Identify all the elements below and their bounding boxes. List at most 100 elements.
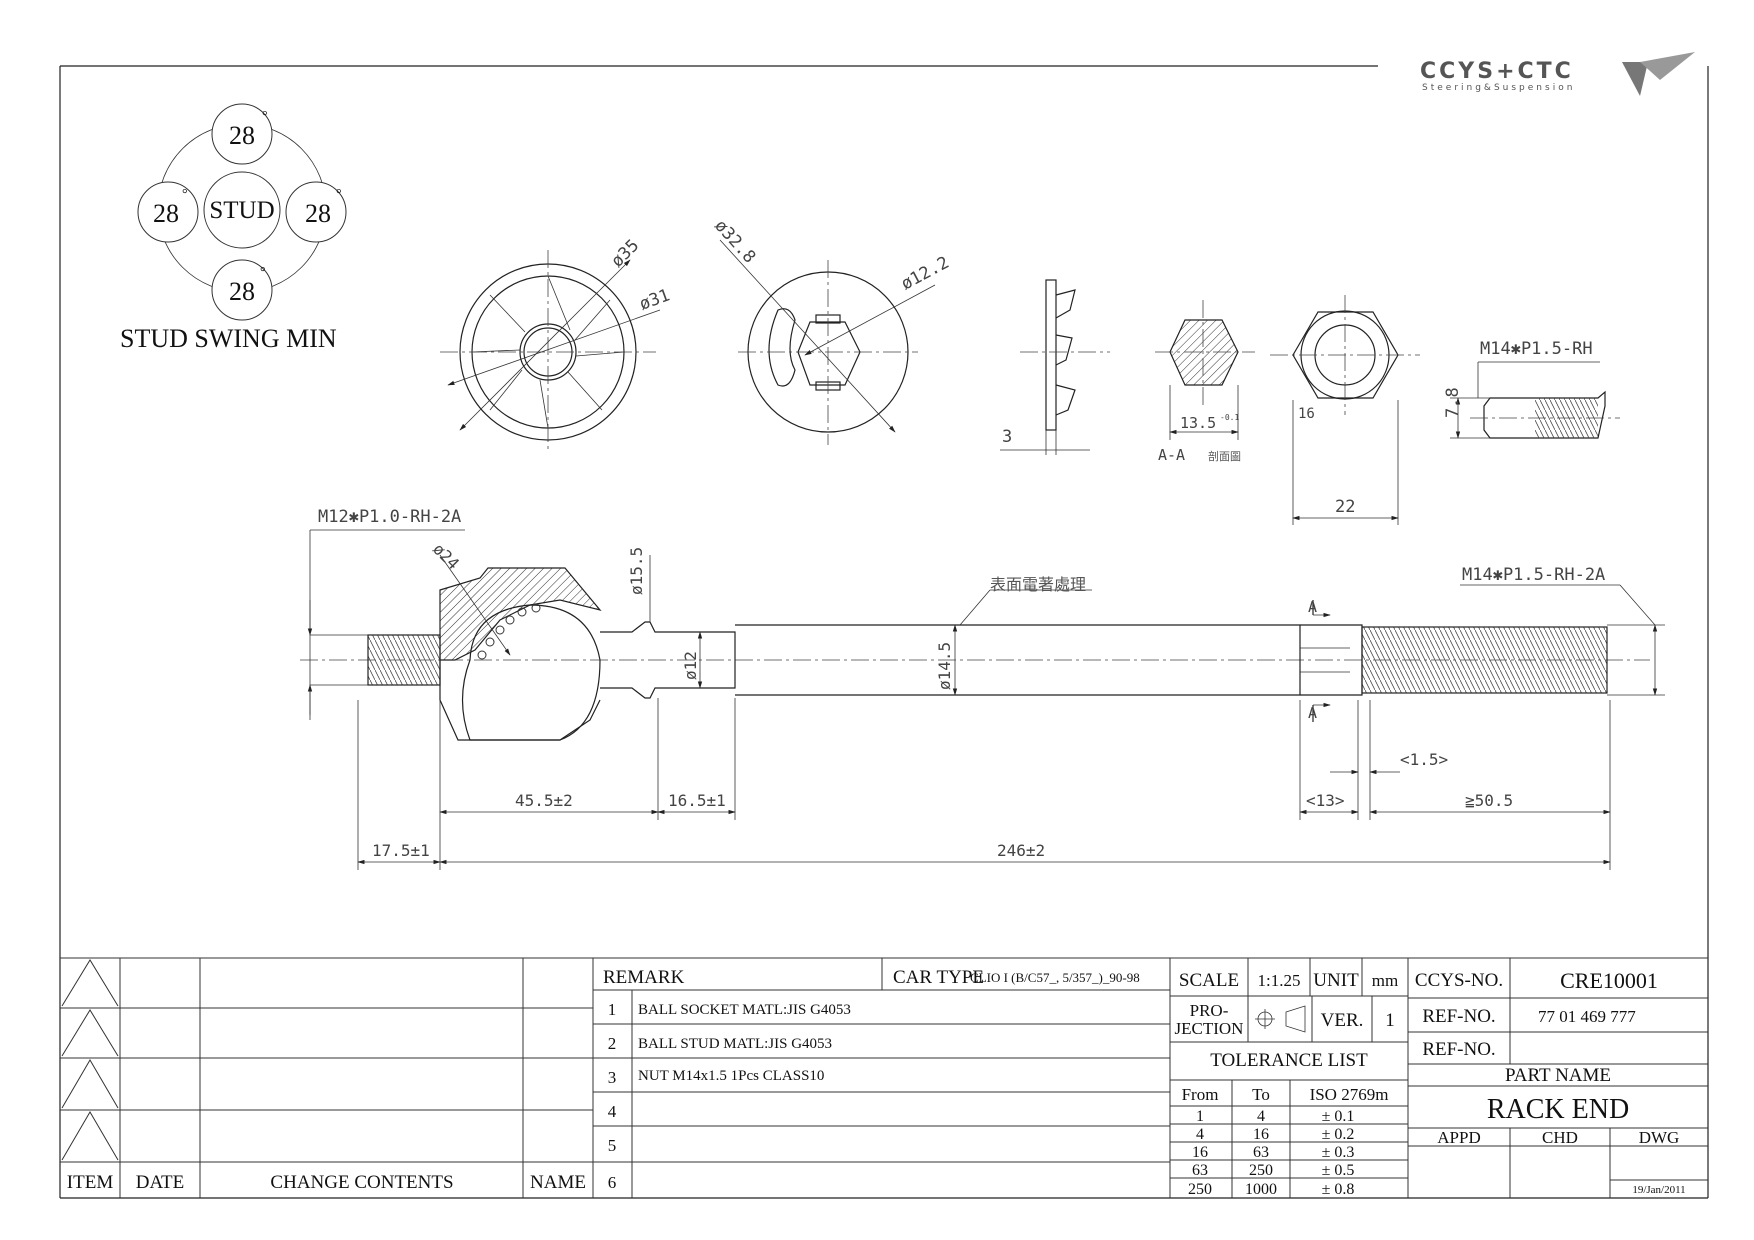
remark-text-2: BALL STUD MATL:JIS G4053 (638, 1036, 832, 1052)
dim-l15: <1.5> (1400, 750, 1448, 769)
swing-deg-top: ° (262, 109, 268, 124)
dim-nut16: 16 (1298, 406, 1315, 422)
rev-header-name: NAME (530, 1172, 586, 1193)
tol-value-1: ± 0.1 (1322, 1108, 1355, 1125)
appd-label: APPD (1437, 1128, 1480, 1147)
swing-deg-left: ° (182, 187, 188, 202)
tol-header-from: From (1182, 1085, 1219, 1104)
ver-value: 1 (1385, 1010, 1395, 1031)
car-type-label: CAR TYPE (893, 967, 984, 988)
tol-to-1: 4 (1257, 1108, 1265, 1125)
projection-symbol-icon (1255, 1005, 1306, 1033)
tol-value-5: ± 0.8 (1322, 1181, 1355, 1198)
dim-thickness: 3 (1002, 427, 1012, 447)
ref-no2-label: REF-NO. (1422, 1039, 1495, 1060)
dim-h78: 7.8 (1443, 387, 1463, 418)
unit-label: UNIT (1313, 970, 1359, 991)
stud-swing-diagram: 28 ° 28 ° STUD 28 ° 28 ° STUD SWING MIN (120, 103, 347, 353)
remark-label: REMARK (603, 967, 685, 988)
tol-from-2: 4 (1196, 1126, 1204, 1143)
dim-w135-tol: -0.1 (1220, 413, 1239, 422)
dim-l165: 16.5±1 (668, 791, 726, 810)
dim-d24: ø24 (429, 539, 463, 573)
dim-d35: ø35 (607, 236, 643, 272)
company-logo: CCYS+CTC Steering&Suspension (1420, 52, 1695, 96)
projection-label-2: JECTION (1175, 1019, 1244, 1038)
ccys-no-value: CRE10001 (1560, 968, 1658, 993)
tol-to-4: 250 (1249, 1162, 1273, 1179)
dim-d31: ø31 (637, 285, 673, 314)
remark-no-5: 5 (608, 1136, 617, 1155)
section-mark-top: A (1308, 598, 1317, 616)
stud-swing-title: STUD SWING MIN (120, 324, 337, 353)
ball-stud-top-view: ø32.8 ø12.2 (710, 216, 953, 445)
tol-to-2: 16 (1253, 1126, 1269, 1143)
dim-m14rh: M14✱P1.5-RH (1480, 339, 1593, 359)
swing-right: 28 (305, 199, 331, 228)
logo-mark-icon (1622, 62, 1648, 96)
dim-d155: ø15.5 (627, 547, 646, 595)
car-type-value: CLIO I (B/C57_, 5/357_)_90-98 (970, 970, 1140, 985)
dim-l455: 45.5±2 (515, 791, 573, 810)
remark-text-3: NUT M14x1.5 1Pcs CLASS10 (638, 1068, 824, 1084)
thread-m14: M14✱P1.5-RH-2A (1462, 565, 1605, 585)
dim-l13: <13> (1306, 791, 1345, 810)
dim-d122: ø12.2 (898, 253, 953, 295)
remark-text-1: BALL SOCKET MATL:JIS G4053 (638, 1002, 851, 1018)
rack-end-side-view: A A M12✱P1.0-RH-2A ø24 ø15.5 ø12 ø14.5 表… (300, 507, 1665, 870)
tol-value-4: ± 0.5 (1322, 1162, 1355, 1179)
rev-header-date: DATE (136, 1172, 185, 1193)
remark-no-6: 6 (608, 1173, 617, 1192)
scale-label: SCALE (1179, 970, 1239, 991)
swing-bottom: 28 (229, 277, 255, 306)
dim-d12: ø12 (681, 651, 700, 680)
rev-header-contents: CHANGE CONTENTS (270, 1172, 453, 1193)
remark-no-2: 2 (608, 1034, 617, 1053)
tol-to-5: 1000 (1245, 1181, 1277, 1198)
surface-treatment-note: 表面電著處理 (990, 575, 1086, 594)
part-name-label: PART NAME (1505, 1065, 1611, 1086)
section-mark-bottom: A (1308, 704, 1317, 722)
ver-label: VER. (1321, 1010, 1364, 1031)
dim-d145: ø14.5 (935, 642, 954, 690)
swing-deg-right: ° (336, 187, 342, 202)
ref-no-label: REF-NO. (1422, 1006, 1495, 1027)
part-name-value: RACK END (1487, 1094, 1629, 1125)
dim-nut22: 22 (1335, 497, 1355, 517)
remark-no-4: 4 (608, 1102, 617, 1121)
unit-value: mm (1372, 971, 1398, 990)
nut-side-view: 7.8 M14✱P1.5-RH (1443, 339, 1620, 439)
section-label: A-A (1158, 446, 1185, 464)
chd-label: CHD (1542, 1128, 1578, 1147)
dim-l175: 17.5±1 (372, 841, 430, 860)
swing-deg-bottom: ° (260, 265, 266, 280)
section-aa: 13.5 -0.1 A-A 剖面圖 (1155, 300, 1255, 464)
socket-end-view: ø35 ø31 (440, 236, 673, 452)
thread-m12: M12✱P1.0-RH-2A (318, 507, 461, 527)
tol-to-3: 63 (1253, 1144, 1269, 1161)
swing-left: 28 (153, 199, 179, 228)
section-label-cn: 剖面圖 (1208, 449, 1241, 463)
washer-side-view: 3 (1000, 279, 1110, 455)
nut-view: 22 16 (1270, 295, 1420, 525)
ref-no-value: 77 01 469 777 (1538, 1007, 1636, 1026)
tol-header-to: To (1252, 1085, 1270, 1104)
tol-from-1: 1 (1196, 1108, 1204, 1125)
dim-l505: ≧50.5 (1465, 791, 1513, 810)
swing-center: STUD (209, 197, 274, 224)
dwg-label: DWG (1639, 1128, 1680, 1147)
tol-header-iso: ISO 2769m (1310, 1085, 1389, 1104)
logo-main: CCYS+CTC (1420, 59, 1574, 84)
dim-d328: ø32.8 (710, 216, 759, 267)
tol-from-3: 16 (1192, 1144, 1208, 1161)
remark-no-1: 1 (608, 1000, 617, 1019)
tol-value-2: ± 0.2 (1322, 1126, 1355, 1143)
dim-w135: 13.5 (1180, 414, 1216, 432)
logo-sub: Steering&Suspension (1422, 83, 1575, 93)
swing-top: 28 (229, 121, 255, 150)
projection-label-1: PRO- (1190, 1001, 1229, 1020)
dim-l246: 246±2 (997, 841, 1045, 860)
tol-from-5: 250 (1188, 1181, 1212, 1198)
